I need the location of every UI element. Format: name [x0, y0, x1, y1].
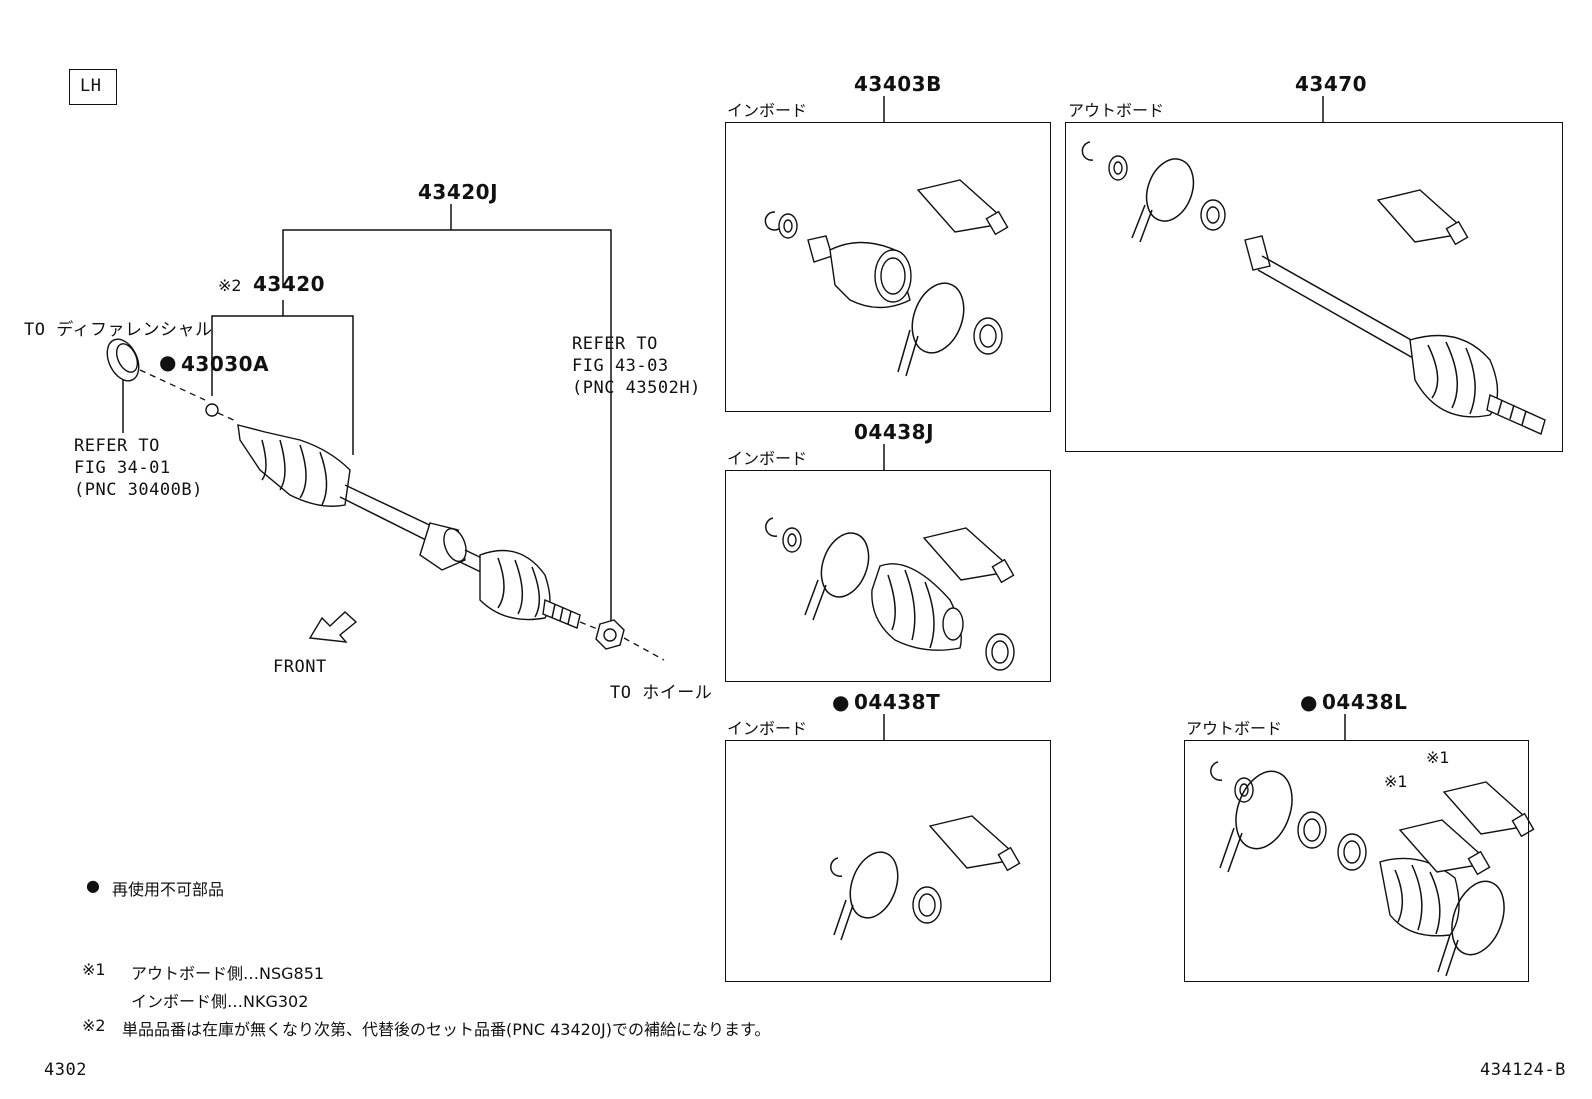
note-mark-2: ※2	[218, 276, 242, 295]
reuse-dot-04438L: ●	[1300, 690, 1318, 714]
direction-to-wheel: TO ホイール	[610, 683, 713, 703]
kit-label-04438L: アウトボード	[1186, 719, 1283, 738]
callout-04438L: 04438L	[1322, 690, 1408, 714]
callout-leaders	[122, 96, 1346, 740]
callout-43420J: 43420J	[418, 180, 499, 204]
kit-04438J-parts	[765, 517, 1015, 671]
direction-to-differential: TO ディファレンシャル	[24, 320, 213, 340]
reference-fig-43-03-line2: FIG 43-03	[572, 356, 669, 376]
snap-ring-43030A	[205, 403, 219, 417]
note-1-line1: アウトボード側…NSG851	[131, 964, 325, 983]
legend-non-reusable: 再使用不可部品	[112, 880, 225, 899]
boot-clamp	[911, 282, 965, 354]
kit-43403B-parts	[764, 179, 1009, 377]
note-2-mark: ※2	[82, 1016, 106, 1035]
kit-label-04438J: インボード	[727, 449, 808, 468]
illustration-id: 434124-B	[1480, 1060, 1566, 1080]
callout-43403B: 43403B	[854, 72, 942, 96]
reference-fig-34-01-line1: REFER TO	[74, 436, 160, 456]
kit-label-04438T: インボード	[727, 719, 808, 738]
inboard-boot	[871, 563, 962, 651]
note-1-mark: ※1	[82, 960, 106, 979]
reference-fig-43-03-line3: (PNC 43502H)	[572, 378, 701, 398]
drive-shaft-assembly	[106, 338, 665, 661]
callout-43470: 43470	[1295, 72, 1368, 96]
front-arrow	[308, 611, 358, 643]
kit-label-43470: アウトボード	[1068, 101, 1165, 120]
lh-tag-box	[69, 69, 117, 105]
note-2-text: 単品品番は在庫が無くなり次第、代替後のセット品番(PNC 43420J)での補給…	[122, 1020, 771, 1039]
callout-04438T: 04438T	[854, 690, 941, 714]
reuse-dot: ●	[159, 350, 177, 374]
callout-43420: 43420	[253, 272, 326, 296]
kit-43470-parts	[1081, 141, 1546, 435]
reuse-dot-04438T: ●	[832, 690, 850, 714]
note-mark-1b: ※1	[1384, 772, 1408, 791]
lh-tag: LH	[80, 76, 102, 96]
inboard-boot	[237, 424, 351, 507]
reference-fig-34-01-line3: (PNC 30400B)	[74, 480, 203, 500]
page-code: 4302	[44, 1060, 87, 1080]
legend-dot: ●	[86, 876, 100, 895]
reference-fig-43-03-line1: REFER TO	[572, 334, 658, 354]
note-mark-1a: ※1	[1426, 748, 1450, 767]
kit-box-04438L	[1184, 740, 1529, 982]
callout-04438J: 04438J	[854, 420, 935, 444]
reference-fig-34-01-line2: FIG 34-01	[74, 458, 171, 478]
kit-box-43403B	[725, 122, 1051, 412]
kit-04438T-parts	[830, 815, 1021, 941]
kit-04438L-parts	[1210, 761, 1535, 977]
kit-box-04438T	[725, 740, 1051, 982]
kit-box-04438J	[725, 470, 1051, 682]
kit-box-43470	[1065, 122, 1563, 452]
front-label: FRONT	[273, 657, 327, 677]
outboard-joint-boot	[1409, 334, 1499, 418]
kit-label-43403B: インボード	[727, 101, 808, 120]
note-1-line2: インボード側…NKG302	[131, 992, 309, 1011]
callout-43030A: 43030A	[181, 352, 270, 376]
